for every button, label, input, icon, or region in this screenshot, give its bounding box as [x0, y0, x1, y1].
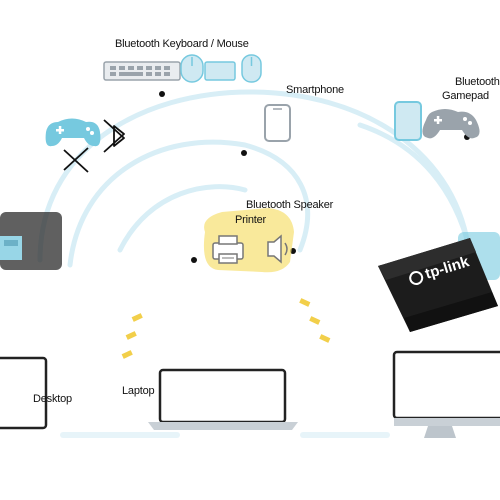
- bluetooth-icon: [63, 147, 89, 173]
- speaker-label: Bluetooth Speaker: [246, 199, 334, 211]
- smartphone-icon: [394, 101, 422, 141]
- signal-dashes: [121, 298, 331, 359]
- gamepad-label-line2: Gamepad: [442, 90, 489, 102]
- printer-label: Printer: [235, 214, 266, 226]
- desktop-icon: [0, 356, 48, 430]
- printer-icon: [212, 235, 244, 264]
- desktop-icon: [392, 350, 500, 438]
- keyboard-icon: [204, 61, 236, 81]
- desktop-label: Desktop: [33, 393, 72, 405]
- arc-dot: [159, 91, 165, 97]
- gamepad-icon: [45, 118, 101, 147]
- gamepad-icon: [422, 109, 480, 139]
- smartphone-label: Smartphone: [286, 84, 344, 96]
- arc-dot: [191, 257, 197, 263]
- mouse-icon: [241, 54, 262, 83]
- keyboard-mouse-label: Bluetooth Keyboard / Mouse: [115, 38, 249, 50]
- usb-adapter: [0, 212, 62, 270]
- usb-adapter: [378, 238, 498, 332]
- laptop-icon: [148, 368, 298, 430]
- signal-arcs: [37, 89, 473, 268]
- laptop-label: Laptop: [122, 385, 155, 397]
- speaker-icon: [267, 234, 288, 264]
- floor-shadow: [60, 432, 390, 438]
- tp-link-mark-icon: [407, 268, 425, 287]
- mouse-icon: [180, 54, 204, 83]
- keyboard-icon: [103, 61, 181, 81]
- arc-dot: [241, 150, 247, 156]
- bluetooth-icon: [103, 119, 125, 153]
- gamepad-label-line1: Bluetooth: [455, 76, 500, 88]
- smartphone-icon: [264, 104, 291, 142]
